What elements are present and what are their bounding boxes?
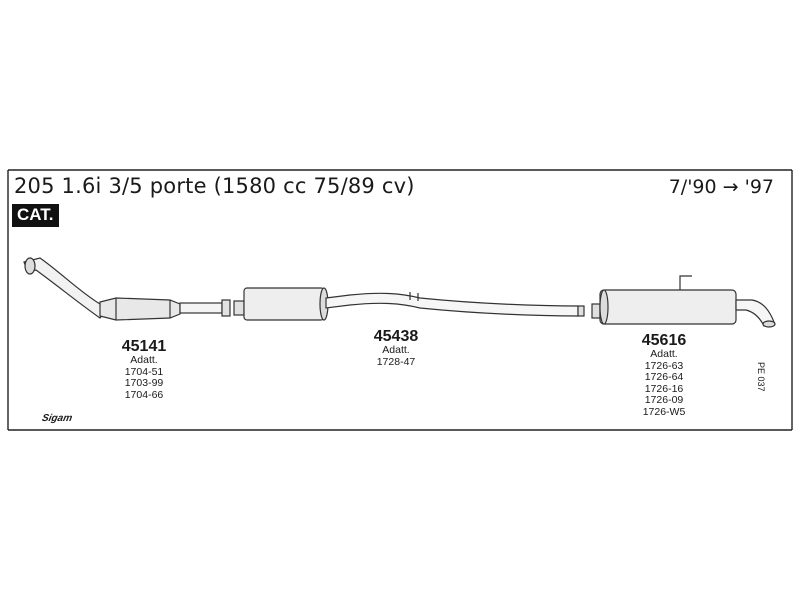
- vehicle-title: 205 1.6i 3/5 porte (1580 cc 75/89 cv): [14, 174, 415, 198]
- adapter-code: 1726-16: [644, 382, 684, 395]
- part-45616: 45616 Adatt. 1726-63 1726-64 1726-16 172…: [624, 332, 704, 418]
- adapter-code: 1726-63: [644, 359, 684, 372]
- adapter-code: 1728-47: [376, 355, 416, 368]
- diagram-reference: PE 037: [756, 362, 766, 392]
- brand-logo: Sigam: [40, 413, 74, 424]
- part-label: Adatt.: [382, 344, 410, 356]
- part-label: Adatt.: [130, 354, 158, 366]
- part-number: 45141: [121, 338, 167, 355]
- adapter-code: 1704-66: [124, 388, 164, 401]
- part-45438: 45438 Adatt. 1728-47: [356, 328, 436, 368]
- model-years: 7/'90 → '97: [668, 176, 774, 198]
- adapter-code: 1703-99: [124, 377, 164, 389]
- part-label: Adatt.: [650, 348, 678, 360]
- part-number: 45616: [641, 332, 687, 349]
- front-pipe-catalyst: [23, 257, 231, 321]
- catalyst-badge: CAT.: [12, 204, 59, 227]
- part-number: 45438: [373, 328, 419, 345]
- rear-silencer: [591, 275, 776, 328]
- center-silencer: [233, 287, 585, 321]
- adapter-code: 1726-64: [644, 371, 684, 383]
- adapter-code: 1704-51: [124, 365, 164, 378]
- part-45141: 45141 Adatt. 1704-51 1703-99 1704-66: [104, 338, 184, 401]
- adapter-code: 1726-W5: [642, 405, 686, 418]
- adapter-code: 1726-09: [644, 394, 684, 406]
